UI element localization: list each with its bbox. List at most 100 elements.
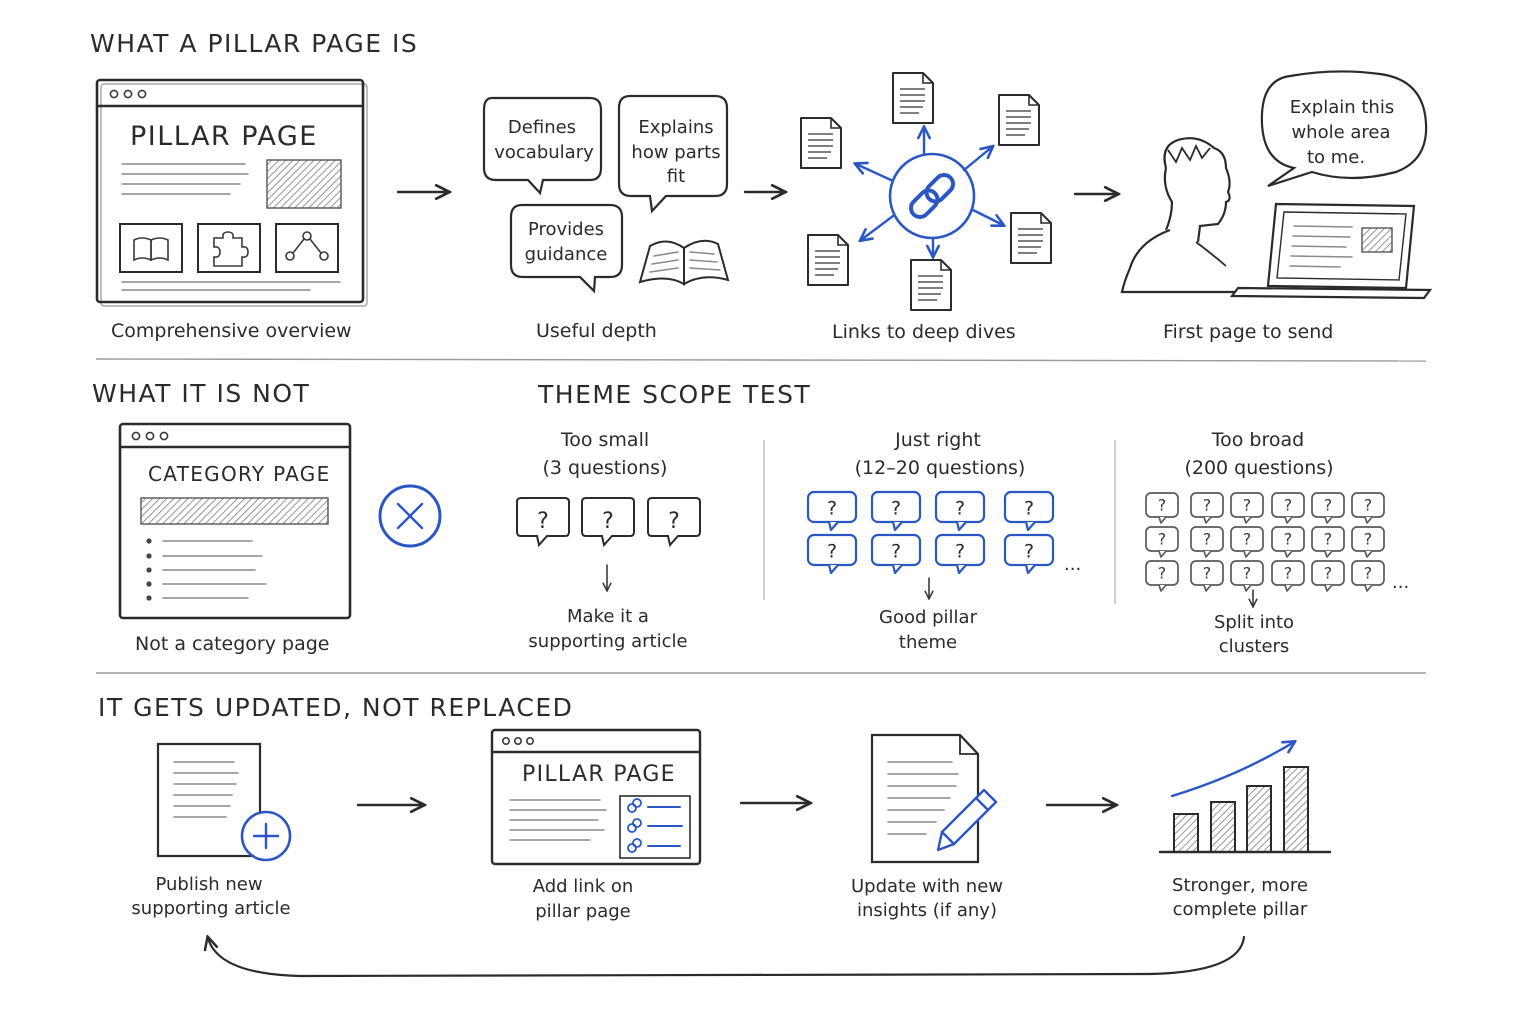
svg-text:supporting article: supporting article	[528, 631, 687, 652]
document-icon	[1010, 212, 1052, 264]
bubble-defines-vocabulary: Defines vocabulary	[482, 96, 603, 196]
svg-text:vocabulary: vocabulary	[494, 142, 594, 163]
svg-text:...: ...	[1064, 554, 1081, 575]
step-stronger-line1: Stronger, more	[1172, 875, 1308, 896]
caption-first-page-to-send: First page to send	[1163, 321, 1333, 343]
svg-text:(12–20 questions): (12–20 questions)	[855, 457, 1026, 479]
question-bubble-icon: ?	[516, 497, 570, 546]
new-article-document	[156, 742, 292, 862]
svg-text:?: ?	[1284, 530, 1293, 549]
svg-text:?: ?	[1243, 496, 1252, 515]
caption-not-category-page: Not a category page	[135, 633, 329, 655]
pencil-icon	[936, 788, 998, 852]
puzzle-icon	[213, 231, 249, 267]
svg-text:?: ?	[1158, 530, 1167, 549]
question-bubble-icon: ?	[647, 497, 701, 546]
network-icon	[285, 231, 329, 261]
svg-text:whole area: whole area	[1291, 122, 1390, 143]
question-bubble-icon: ?	[1003, 490, 1055, 532]
step-publish-line2: supporting article	[131, 898, 290, 919]
category-browser-window: CATEGORY PAGE	[118, 422, 352, 620]
step-add-link-line1: Add link on	[533, 876, 634, 897]
question-bubble-icon: ?	[934, 533, 986, 575]
question-bubble-icon: ?	[1190, 526, 1224, 558]
svg-text:?: ?	[668, 509, 680, 534]
svg-text:?: ?	[1158, 564, 1167, 583]
question-bubble-icon: ?	[870, 490, 922, 532]
svg-text:?: ?	[602, 509, 614, 534]
bar-chart-icon	[1158, 742, 1332, 854]
svg-text:Good pillar: Good pillar	[879, 607, 978, 628]
question-bubble-icon: ?	[1271, 526, 1305, 558]
question-bubble-grid-grey: ??????????????????	[1145, 492, 1385, 592]
question-bubble-icon: ?	[1230, 492, 1264, 524]
image-placeholder	[266, 159, 342, 209]
section-heading-scope-test: THEME SCOPE TEST	[537, 380, 811, 409]
link-icon	[627, 798, 681, 813]
link-hub	[800, 72, 1052, 311]
svg-text:?: ?	[1024, 498, 1034, 520]
svg-text:?: ?	[1324, 564, 1333, 583]
svg-text:clusters: clusters	[1219, 636, 1290, 657]
svg-text:?: ?	[827, 541, 837, 563]
pillar-browser-title: PILLAR PAGE	[130, 121, 318, 152]
category-browser-title: CATEGORY PAGE	[148, 462, 331, 486]
svg-text:Explains: Explains	[638, 117, 713, 138]
book-icon	[133, 237, 169, 262]
step-stronger-line2: complete pillar	[1173, 899, 1308, 920]
document-icon	[807, 234, 849, 286]
question-bubble-icon: ?	[1190, 560, 1224, 592]
question-bubble-icon: ?	[1230, 526, 1264, 558]
plus-circle-icon	[240, 810, 292, 862]
svg-text:?: ?	[1203, 530, 1212, 549]
svg-text:Make it a: Make it a	[567, 606, 649, 627]
step-add-link-line2: pillar page	[535, 901, 631, 922]
svg-text:?: ?	[1203, 564, 1212, 583]
document-icon	[910, 259, 952, 311]
bubble-explains-how-parts-fit: Explains how parts fit	[617, 94, 729, 214]
svg-text:?: ?	[1243, 564, 1252, 583]
question-bubble-grid-blue: ????????	[806, 490, 1055, 575]
svg-text:?: ?	[1203, 496, 1212, 515]
x-circle-icon	[378, 484, 442, 548]
svg-text:(3 questions): (3 questions)	[543, 457, 668, 479]
question-bubble-icon: ?	[1351, 526, 1385, 558]
svg-text:?: ?	[827, 498, 837, 520]
svg-text:?: ?	[1324, 530, 1333, 549]
section-heading-updated: IT GETS UPDATED, NOT REPLACED	[98, 693, 573, 722]
svg-text:Too small: Too small	[560, 429, 649, 451]
question-bubble-icon: ?	[806, 490, 858, 532]
svg-text:?: ?	[955, 498, 965, 520]
document-icon	[800, 117, 842, 169]
svg-text:?: ?	[1158, 496, 1167, 515]
caption-links-to-deep-dives: Links to deep dives	[832, 321, 1016, 343]
step-update-line2: insights (if any)	[857, 900, 997, 921]
svg-text:?: ?	[1243, 530, 1252, 549]
question-bubble-icon: ?	[1190, 492, 1224, 524]
link-icon	[627, 818, 683, 833]
svg-text:?: ?	[1284, 496, 1293, 515]
question-bubble-icon: ?	[1145, 492, 1179, 524]
step-publish-line1: Publish new	[155, 874, 262, 895]
pillar-browser-window-updated: PILLAR PAGE	[490, 728, 702, 866]
question-bubble-icon: ?	[1003, 533, 1055, 575]
question-bubble-icon: ?	[1351, 492, 1385, 524]
caption-comprehensive-overview: Comprehensive overview	[111, 320, 352, 342]
caption-useful-depth: Useful depth	[536, 320, 657, 342]
link-icon	[908, 172, 956, 220]
svg-text:?: ?	[1364, 496, 1373, 515]
svg-text:to me.: to me.	[1307, 147, 1365, 168]
step-update-line1: Update with new	[851, 876, 1003, 897]
svg-text:?: ?	[1284, 564, 1293, 583]
question-bubble-icon: ?	[870, 533, 922, 575]
question-bubble-icon: ?	[806, 533, 858, 575]
svg-text:theme: theme	[899, 632, 957, 653]
open-book-icon	[638, 239, 730, 286]
svg-text:...: ...	[1392, 572, 1409, 593]
section-heading-is-not: WHAT IT IS NOT	[92, 379, 310, 408]
question-bubble-icon: ?	[581, 497, 635, 546]
cycle-arrow-icon	[208, 937, 1246, 978]
question-bubble-icon: ?	[1311, 492, 1345, 524]
svg-text:Provides: Provides	[528, 219, 604, 240]
update-document	[870, 733, 998, 864]
